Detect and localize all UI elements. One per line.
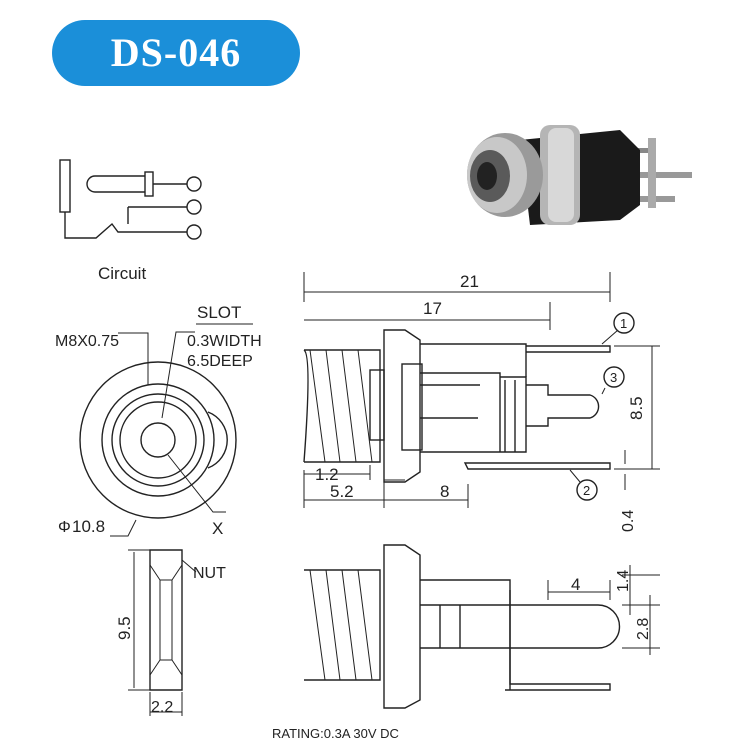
diameter-symbol: Φ [58, 519, 71, 536]
dim-overall-length: 21 [460, 272, 479, 291]
slot-title: SLOT [197, 303, 241, 322]
product-photo [467, 125, 692, 225]
slot-width: 0.3WIDTH [187, 333, 262, 350]
dim-pin-thickness: 0.4 [620, 510, 637, 532]
dim-b: 2.8 [635, 618, 652, 640]
diameter-value: 10.8 [72, 517, 105, 536]
bottom-view [304, 544, 660, 709]
dim-body: 8 [440, 482, 449, 501]
pin-3-number: 3 [610, 370, 617, 385]
thread-spec: M8X0.75 [55, 333, 119, 350]
slot-depth: 6.5DEEP [187, 353, 253, 370]
dim-pin-spacing: 8.5 [627, 396, 646, 420]
front-view [79, 323, 253, 537]
nut-label: NUT [193, 565, 226, 582]
dim-body-length: 17 [423, 299, 442, 318]
pin-1-number: 1 [620, 316, 627, 331]
nut-view [128, 549, 197, 716]
dim-thread-length: 5.2 [330, 482, 354, 501]
nut-thickness: 2.2 [151, 699, 173, 716]
dim-flange: 1.2 [315, 465, 339, 484]
side-view [303, 272, 660, 508]
circuit-label: Circuit [98, 264, 146, 283]
center-label: X [212, 519, 223, 538]
pin-2-number: 2 [583, 483, 590, 498]
dim-a: 1.4 [615, 570, 632, 592]
dim-pin-length: 4 [571, 575, 580, 594]
nut-height: 9.5 [115, 616, 134, 640]
model-title-badge: DS-046 [52, 20, 300, 86]
circuit-schematic [59, 159, 202, 240]
rating-text: RATING:0.3A 30V DC [272, 726, 399, 741]
